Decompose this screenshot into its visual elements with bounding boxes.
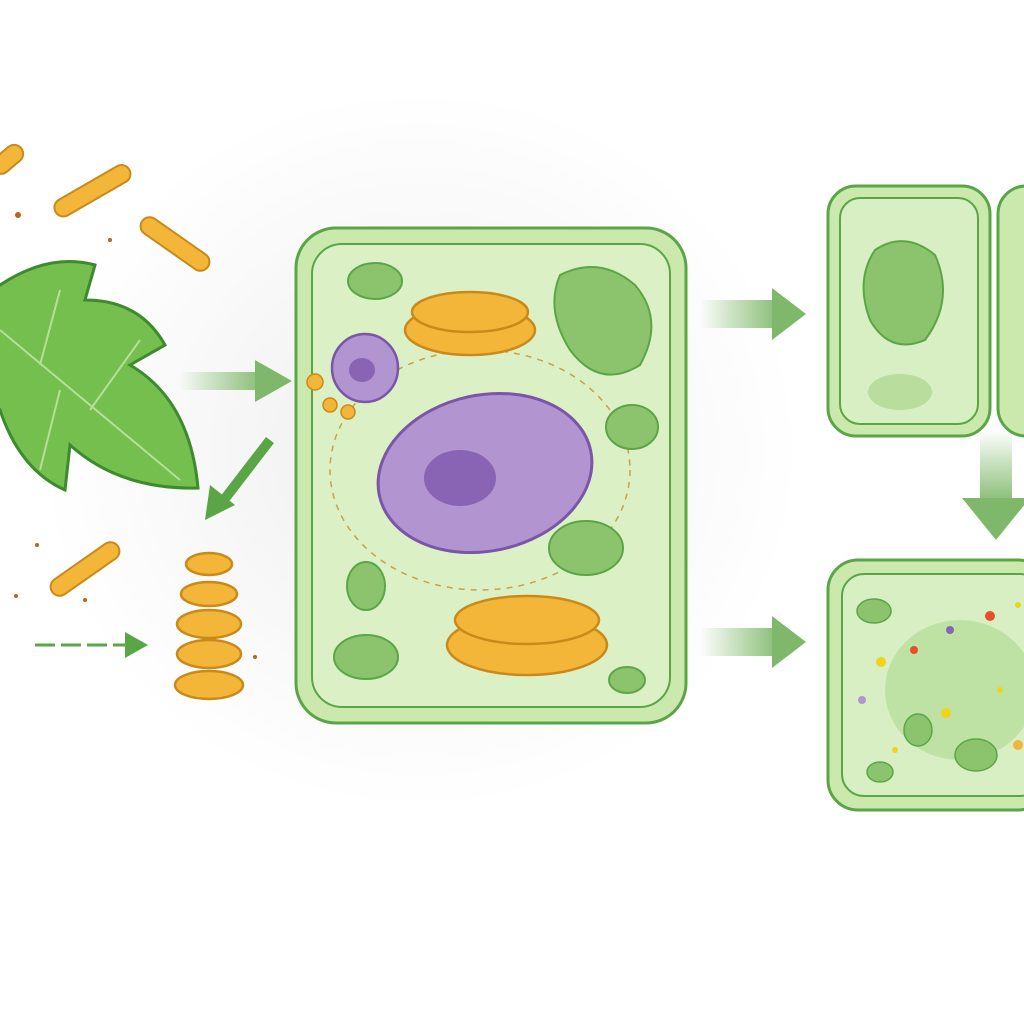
leaf-icon xyxy=(0,260,200,493)
arrow-icon xyxy=(700,288,1024,668)
disc-stack-icon xyxy=(173,551,245,701)
particle-dots xyxy=(14,212,257,659)
colored-particles xyxy=(858,602,1023,753)
main-cell xyxy=(294,226,688,725)
arrow-icon xyxy=(35,360,292,658)
orange-particles xyxy=(306,373,356,420)
dissolving-cell xyxy=(826,558,1024,812)
rod-particle-icon xyxy=(0,143,211,597)
dividing-cell xyxy=(826,184,1024,438)
golgi xyxy=(403,290,609,677)
nucleolus xyxy=(424,450,496,506)
chloroplasts xyxy=(333,262,659,694)
